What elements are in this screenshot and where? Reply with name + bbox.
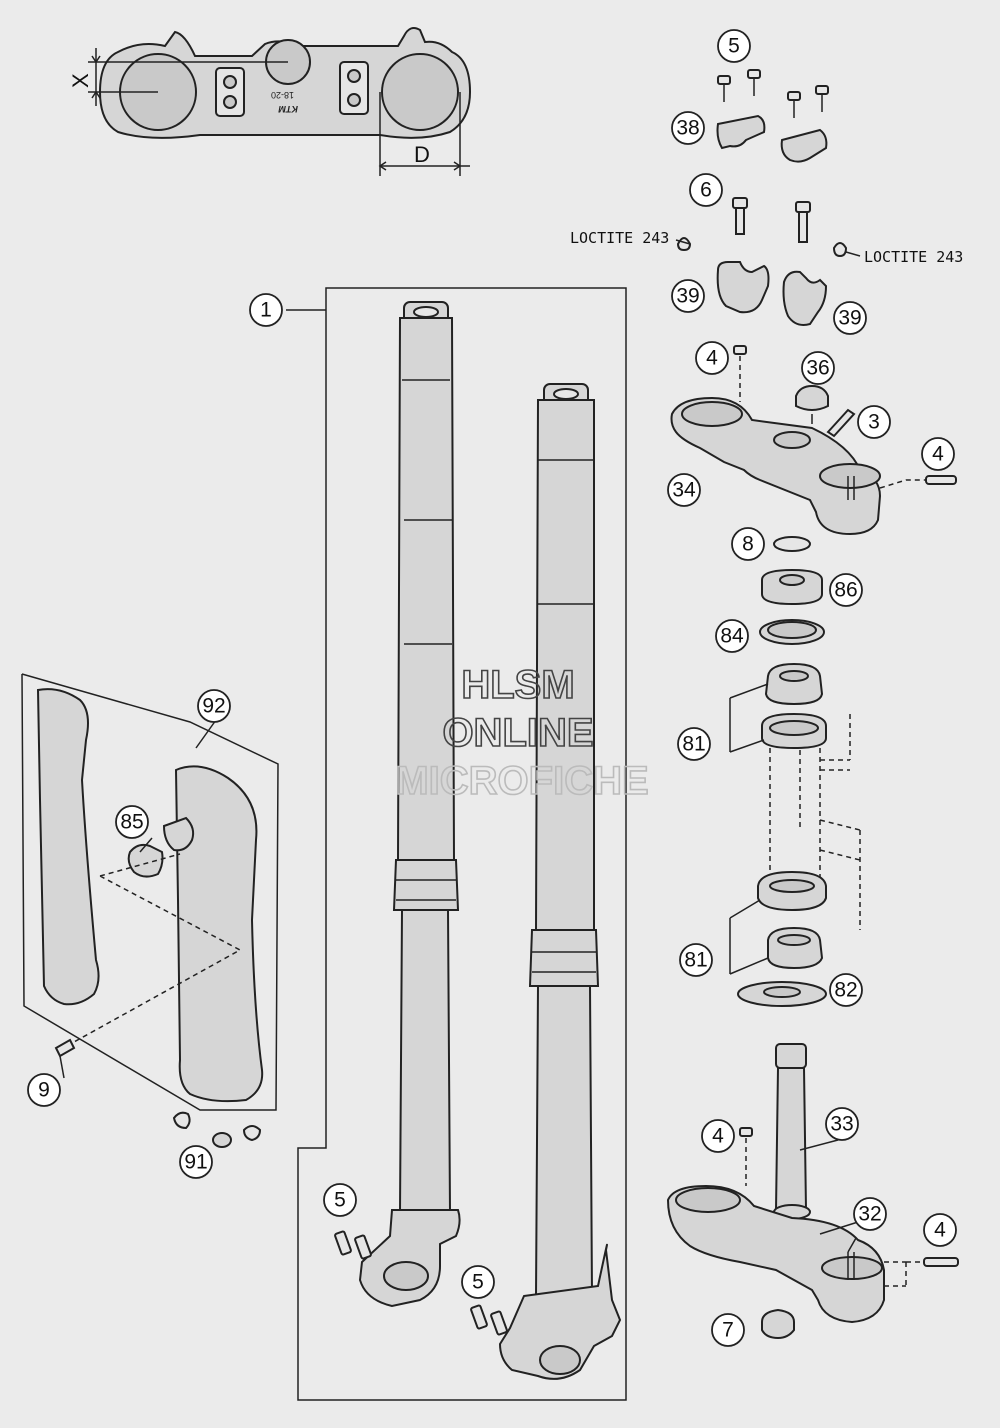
callout-label: 1	[260, 299, 272, 322]
callout-bolt-4-top: 4	[695, 341, 729, 375]
dimension-d-label: D	[414, 142, 430, 167]
callout-label: 82	[834, 979, 857, 1002]
callout-ring-82: 82	[829, 973, 863, 1007]
callout-bearing-81-upper: 81	[677, 727, 711, 761]
callout-label: 6	[700, 179, 712, 202]
callout-label: 34	[672, 479, 696, 502]
callout-oring-8: 8	[731, 527, 765, 561]
brand-mark: KTM	[278, 104, 298, 114]
callout-label: 4	[934, 1219, 946, 1242]
callout-label: 9	[38, 1079, 50, 1102]
callout-label: 38	[676, 117, 699, 140]
bolt-set-5	[717, 69, 829, 118]
callout-label: 92	[202, 695, 225, 718]
dimension-x-label: X	[68, 73, 93, 88]
callout-screw-set-91: 91	[179, 1145, 213, 1179]
callout-bolt-9: 9	[27, 1073, 61, 1107]
fork-leg-left	[334, 301, 461, 1308]
callout-clamp-39-left: 39	[671, 279, 705, 313]
callout-axle-bolt-5-left: 5	[323, 1183, 357, 1217]
watermark-line-1: HLSM	[461, 663, 574, 707]
callout-label: 36	[806, 357, 829, 380]
lower-triple-clamp	[666, 1043, 959, 1340]
callout-upper-clamp-34: 34	[667, 473, 701, 507]
callout-label: 39	[676, 285, 699, 308]
callout-nut-7: 7	[711, 1313, 745, 1347]
loctite-note-left: LOCTITE 243	[570, 229, 669, 247]
callout-bolt-4-lower: 4	[701, 1119, 735, 1153]
callout-clamp-39-right: 39	[833, 301, 867, 335]
watermark: HLSM ONLINE MICROFICHE	[395, 662, 650, 804]
loctite-note-right: LOCTITE 243	[864, 248, 963, 266]
fork-leg-right	[470, 383, 622, 1380]
watermark-line-3: MICROFICHE	[395, 759, 648, 803]
callout-label: 7	[722, 1319, 734, 1342]
watermark-line-2: ONLINE	[442, 711, 593, 755]
callout-stem-33: 33	[825, 1107, 859, 1141]
callout-leader-lines	[59, 719, 859, 1253]
callout-label: 3	[868, 411, 880, 434]
callout-bolt-6: 6	[689, 173, 723, 207]
callout-label: 81	[684, 949, 707, 972]
triple-clamp-plan-view: 18-20 KTM X D	[68, 27, 472, 176]
callout-lower-clamp-32: 32	[853, 1197, 887, 1231]
callout-bolt-4-right-upper: 4	[921, 437, 955, 471]
callout-fork-assembly: 1	[249, 293, 283, 327]
callout-label: 4	[932, 443, 944, 466]
callout-label: 4	[706, 347, 718, 370]
callout-seal-86: 86	[829, 573, 863, 607]
callout-cap-36: 36	[801, 351, 835, 385]
callout-label: 5	[472, 1271, 484, 1294]
callout-clip-85: 85	[115, 805, 149, 839]
callout-bolt-3: 3	[857, 405, 891, 439]
callout-fork-guard-92: 92	[197, 689, 231, 723]
callout-label: 39	[838, 307, 861, 330]
clamp-marking: 18-20	[271, 90, 294, 100]
callout-label: 4	[712, 1125, 724, 1148]
handlebar-clamp-group	[675, 69, 861, 326]
callout-label: 33	[830, 1113, 853, 1136]
callout-label: 81	[682, 733, 705, 756]
callout-ring-84: 84	[715, 619, 749, 653]
callout-clamp-38: 38	[671, 111, 705, 145]
fork-guard-panel	[21, 673, 279, 1148]
callout-bolt-4-right-lower: 4	[923, 1213, 957, 1247]
callout-axle-bolt-5-right: 5	[461, 1265, 495, 1299]
steering-bearing-stack	[729, 536, 861, 1007]
callout-label: 8	[742, 533, 754, 556]
callout-label: 5	[334, 1189, 346, 1212]
callout-label: 91	[184, 1151, 207, 1174]
callout-upper-bolt-5: 5	[717, 29, 751, 63]
callout-bearing-81-lower: 81	[679, 943, 713, 977]
callout-label: 32	[858, 1203, 881, 1226]
callout-label: 84	[720, 625, 744, 648]
fork-assembly-bracket	[297, 287, 627, 1401]
upper-triple-clamp	[670, 345, 957, 536]
callout-label: 5	[728, 35, 740, 58]
callout-label: 86	[834, 579, 857, 602]
callout-label: 85	[120, 811, 143, 834]
